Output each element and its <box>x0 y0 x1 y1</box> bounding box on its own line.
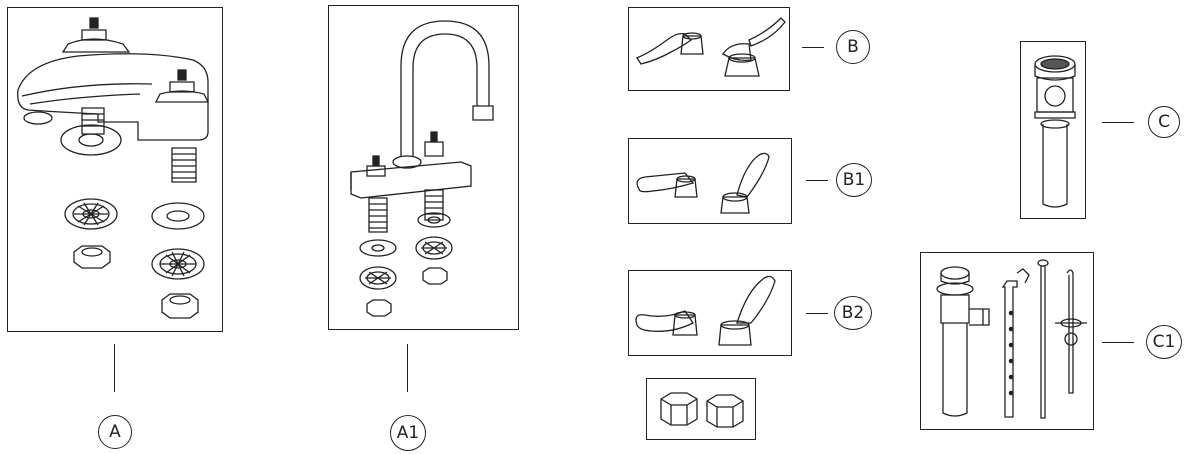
leader-line-a <box>114 344 116 392</box>
leader-line-b <box>802 47 824 49</box>
panel-coupling-nuts <box>646 378 756 440</box>
callout-b2: B2 <box>834 296 872 330</box>
grid-strainer-drain-illustration <box>1021 42 1087 220</box>
panel-faucet-a1 <box>328 5 519 330</box>
pop-up-drain-illustration <box>921 253 1095 431</box>
faucet-a-illustration <box>8 8 224 333</box>
panel-drain-c <box>1020 41 1086 219</box>
callout-a: A <box>98 415 132 449</box>
callout-a1: A1 <box>390 415 426 451</box>
panel-handles-b1 <box>628 138 792 224</box>
coupling-nuts-illustration <box>647 379 757 441</box>
leader-line-c1 <box>1102 342 1134 344</box>
panel-drain-c1 <box>920 252 1094 430</box>
callout-b1: B1 <box>836 163 872 197</box>
callout-c: C <box>1148 106 1180 138</box>
panel-faucet-a <box>7 7 223 332</box>
leader-line-c <box>1102 122 1134 124</box>
faucet-a1-illustration <box>329 6 520 331</box>
leader-line-b2 <box>806 313 828 315</box>
panel-handles-b <box>628 7 790 91</box>
leader-line-b1 <box>806 180 828 182</box>
callout-c1: C1 <box>1146 325 1182 359</box>
wristblade-handles-long-illustration <box>629 271 793 357</box>
leader-line-a1 <box>407 344 409 392</box>
callout-b: B <box>836 30 870 64</box>
wristblade-handles-short-illustration <box>629 139 793 225</box>
lever-handles-illustration <box>629 8 791 92</box>
panel-handles-b2 <box>628 270 792 356</box>
